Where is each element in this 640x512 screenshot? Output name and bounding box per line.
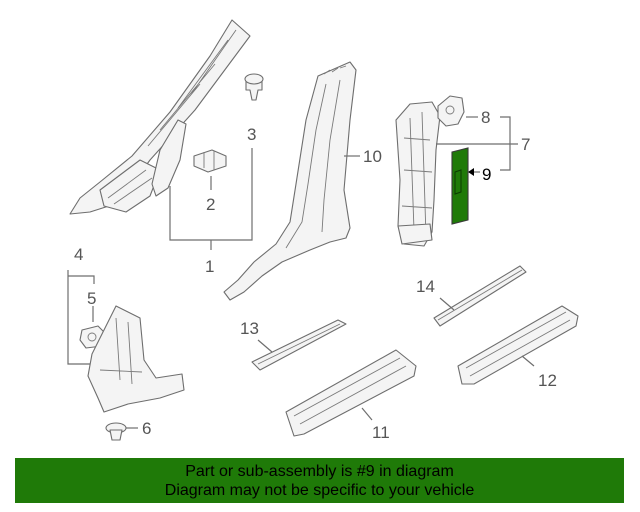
callout-6[interactable]: 6 bbox=[142, 419, 151, 438]
part-a-pillar-trim[interactable] bbox=[69, 19, 251, 215]
lead-line-13 bbox=[257, 339, 273, 353]
part-sill-strip-13[interactable] bbox=[251, 319, 347, 371]
lead-line-4 bbox=[67, 270, 94, 365]
part-clip-3[interactable] bbox=[244, 73, 264, 101]
arrow-9-icon bbox=[468, 168, 474, 176]
banner-line-2: Diagram may not be specific to your vehi… bbox=[164, 482, 475, 499]
callout-10[interactable]: 10 bbox=[363, 147, 382, 166]
callout-11[interactable]: 11 bbox=[372, 423, 390, 442]
part-pillar-assembly-7[interactable] bbox=[395, 101, 441, 247]
banner-line-1: Part or sub-assembly is #9 in diagram bbox=[185, 463, 454, 480]
lead-line-4-top bbox=[68, 275, 95, 284]
callout-8[interactable]: 8 bbox=[481, 108, 490, 127]
callout-14[interactable]: 14 bbox=[416, 277, 435, 296]
part-sill-plate-12[interactable] bbox=[457, 305, 579, 385]
lead-line-14 bbox=[439, 297, 455, 311]
part-sill-plate-11[interactable] bbox=[285, 349, 417, 437]
callout-3[interactable]: 3 bbox=[247, 125, 256, 144]
lead-line-7-bracket bbox=[500, 116, 511, 171]
part-screw-6[interactable] bbox=[105, 422, 127, 441]
callout-4[interactable]: 4 bbox=[74, 245, 83, 264]
lead-line-11 bbox=[361, 407, 373, 421]
callout-5[interactable]: 5 bbox=[87, 289, 96, 308]
part-clip-8[interactable] bbox=[437, 95, 465, 127]
callout-12[interactable]: 12 bbox=[538, 371, 557, 390]
part-kick-panel-4[interactable] bbox=[87, 305, 185, 413]
part-trim-strip-9[interactable] bbox=[451, 147, 469, 225]
callout-7[interactable]: 7 bbox=[521, 135, 530, 154]
callout-13[interactable]: 13 bbox=[240, 319, 259, 338]
part-sill-strip-14[interactable] bbox=[433, 265, 527, 327]
lead-line-12 bbox=[521, 355, 535, 367]
callout-9[interactable]: 9 bbox=[482, 165, 491, 184]
part-bracket-2[interactable] bbox=[193, 149, 227, 173]
info-banner: Part or sub-assembly is #9 in diagram Di… bbox=[15, 458, 624, 503]
part-b-pillar-trim-10[interactable] bbox=[223, 61, 357, 301]
callout-1[interactable]: 1 bbox=[205, 257, 214, 276]
callout-2[interactable]: 2 bbox=[206, 195, 215, 214]
